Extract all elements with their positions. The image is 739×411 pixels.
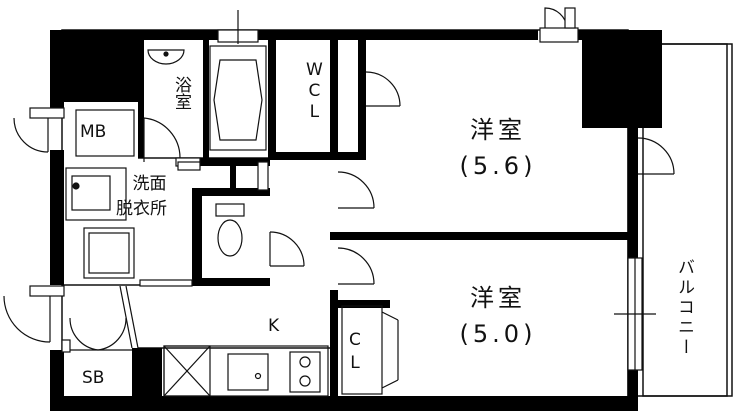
wic-label: W C L [306,62,323,121]
wic-label-w: W [306,60,323,80]
top-doors [217,7,579,44]
bedroom2-size: (5.0) [459,320,537,348]
bath-sink [147,49,185,65]
washing-machine-pan [83,227,193,287]
bedroom2-name: 洋室 [470,284,526,312]
kitchen-counter [163,345,329,397]
bedroom1-label: 洋室 (5.6) [438,118,558,178]
cl-label: C L [349,332,361,372]
bath-label-text: 浴室 [171,76,191,110]
entrance-door [3,285,71,353]
bath-label: 浴室 [171,76,191,110]
bedroom2-label: 洋室 (5.0) [438,286,558,346]
mb-label: MB [80,122,107,142]
bathtub [209,45,267,151]
balcony-label: バルコニー [674,258,694,358]
sb-label: SB [82,368,105,388]
bedroom1-size: (5.6) [459,152,537,180]
washroom-label-line2: 脱衣所 [116,199,167,219]
kitchen-label: K [268,316,280,336]
bath-door [143,117,201,167]
washroom-label: 洗面 脱衣所 [116,176,167,218]
toilet [215,203,245,257]
wic-label-l: L [309,102,320,122]
mb-door [13,107,135,157]
hall-doors [177,71,675,285]
washbasin [65,167,127,221]
wic-label-c: C [308,81,321,101]
sb-door [69,285,139,351]
bedroom1-name: 洋室 [470,116,526,144]
cl-closet [341,305,399,395]
walls [50,30,662,411]
cl-label-l: L [350,353,360,373]
washroom-label-line1: 洗面 [132,174,167,194]
balcony-window [614,257,656,371]
cl-label-c: C [349,330,361,350]
